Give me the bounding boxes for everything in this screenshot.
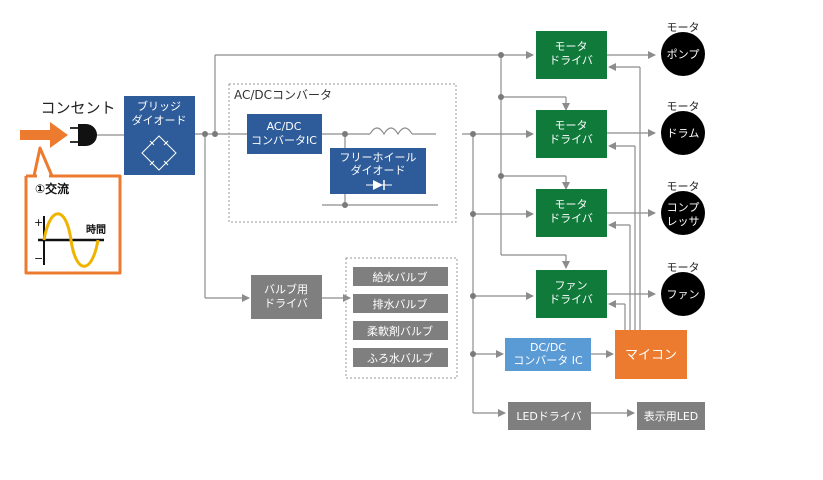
freewheel-label-2: ダイオード <box>351 163 406 177</box>
driver-label-1: モータ <box>555 198 588 211</box>
callout-time: 時間 <box>86 223 106 236</box>
load-label-1: コンプ <box>667 201 700 214</box>
sine-wave-icon <box>38 212 104 268</box>
driver-block <box>536 270 607 318</box>
driver-label-2: ドライバ <box>549 293 593 306</box>
driver-label-2: ドライバ <box>549 212 593 225</box>
valve-group-frame <box>345 257 458 379</box>
valve-driver-label-1: バルブ用 <box>264 282 308 296</box>
load-label-2: レッサ <box>667 215 700 228</box>
driver-label-2: ドライバ <box>549 133 593 146</box>
callout-plus: + <box>34 216 43 229</box>
valve-label: 柔軟剤バルブ <box>367 324 433 338</box>
load-circle <box>661 32 705 76</box>
valve-label: ふろ水バルブ <box>367 351 433 365</box>
valve-label: 給水バルブ <box>373 270 428 284</box>
bridge-diode-block <box>124 96 195 175</box>
diode-icon <box>366 180 392 190</box>
display-led-label: 表示用LED <box>644 409 699 423</box>
driver-label-1: ファン <box>555 279 588 292</box>
load-tag: モータ <box>667 100 700 113</box>
bridge-symbol-icon <box>141 135 177 171</box>
acdc-ic-label-2: コンバータIC <box>251 134 317 147</box>
bridge-label-2: ダイオード <box>132 113 187 127</box>
valve-block <box>353 348 448 367</box>
valve-block <box>353 267 448 286</box>
led-driver-label: LEDドライバ <box>516 410 581 423</box>
acdc-ic-label-1: AC/DC <box>267 120 302 133</box>
driver-label-2: ドライバ <box>549 54 593 67</box>
bridge-label-1: ブリッジ <box>137 99 181 113</box>
valve-label: 排水バルブ <box>373 297 428 311</box>
callout-minus: − <box>34 252 43 265</box>
load-tag: モータ <box>667 180 700 193</box>
load-label-1: ドラム <box>667 127 700 140</box>
plug-icon <box>70 124 97 146</box>
junction-dots <box>202 52 504 357</box>
mcu-label: マイコン <box>625 348 677 363</box>
callout-title: ①交流 <box>35 181 69 196</box>
driver-block <box>536 31 607 79</box>
mcu-block <box>615 330 687 379</box>
acdc-group-frame <box>228 83 457 223</box>
valve-block <box>353 294 448 313</box>
wires <box>96 51 656 417</box>
load-circle <box>661 272 705 316</box>
driver-block <box>536 110 607 158</box>
load-circle <box>661 191 705 235</box>
freewheel-label-1: フリーホイール <box>340 151 417 164</box>
driver-block <box>536 189 607 237</box>
outlet-label: コンセント <box>40 99 115 117</box>
acdc-ic-block <box>247 114 322 154</box>
dcdc-block <box>505 338 591 371</box>
load-tag: モータ <box>667 21 700 34</box>
valve-driver-label-2: ドライバ <box>264 297 308 310</box>
load-tag: モータ <box>667 261 700 274</box>
dcdc-label-1: DC/DC <box>530 341 566 354</box>
valve-driver-block <box>251 275 322 319</box>
load-label-1: ポンプ <box>667 48 700 61</box>
led-driver-block <box>508 402 591 430</box>
valve-block <box>353 321 448 340</box>
display-led-block <box>637 402 705 430</box>
load-circle <box>661 111 705 155</box>
driver-label-1: モータ <box>555 119 588 132</box>
driver-label-1: モータ <box>555 40 588 53</box>
acdc-group-label: AC/DCコンバータ <box>234 88 332 102</box>
input-arrow-icon <box>20 122 68 148</box>
dcdc-label-2: コンバータ IC <box>513 354 583 367</box>
load-label-1: ファン <box>667 288 700 301</box>
